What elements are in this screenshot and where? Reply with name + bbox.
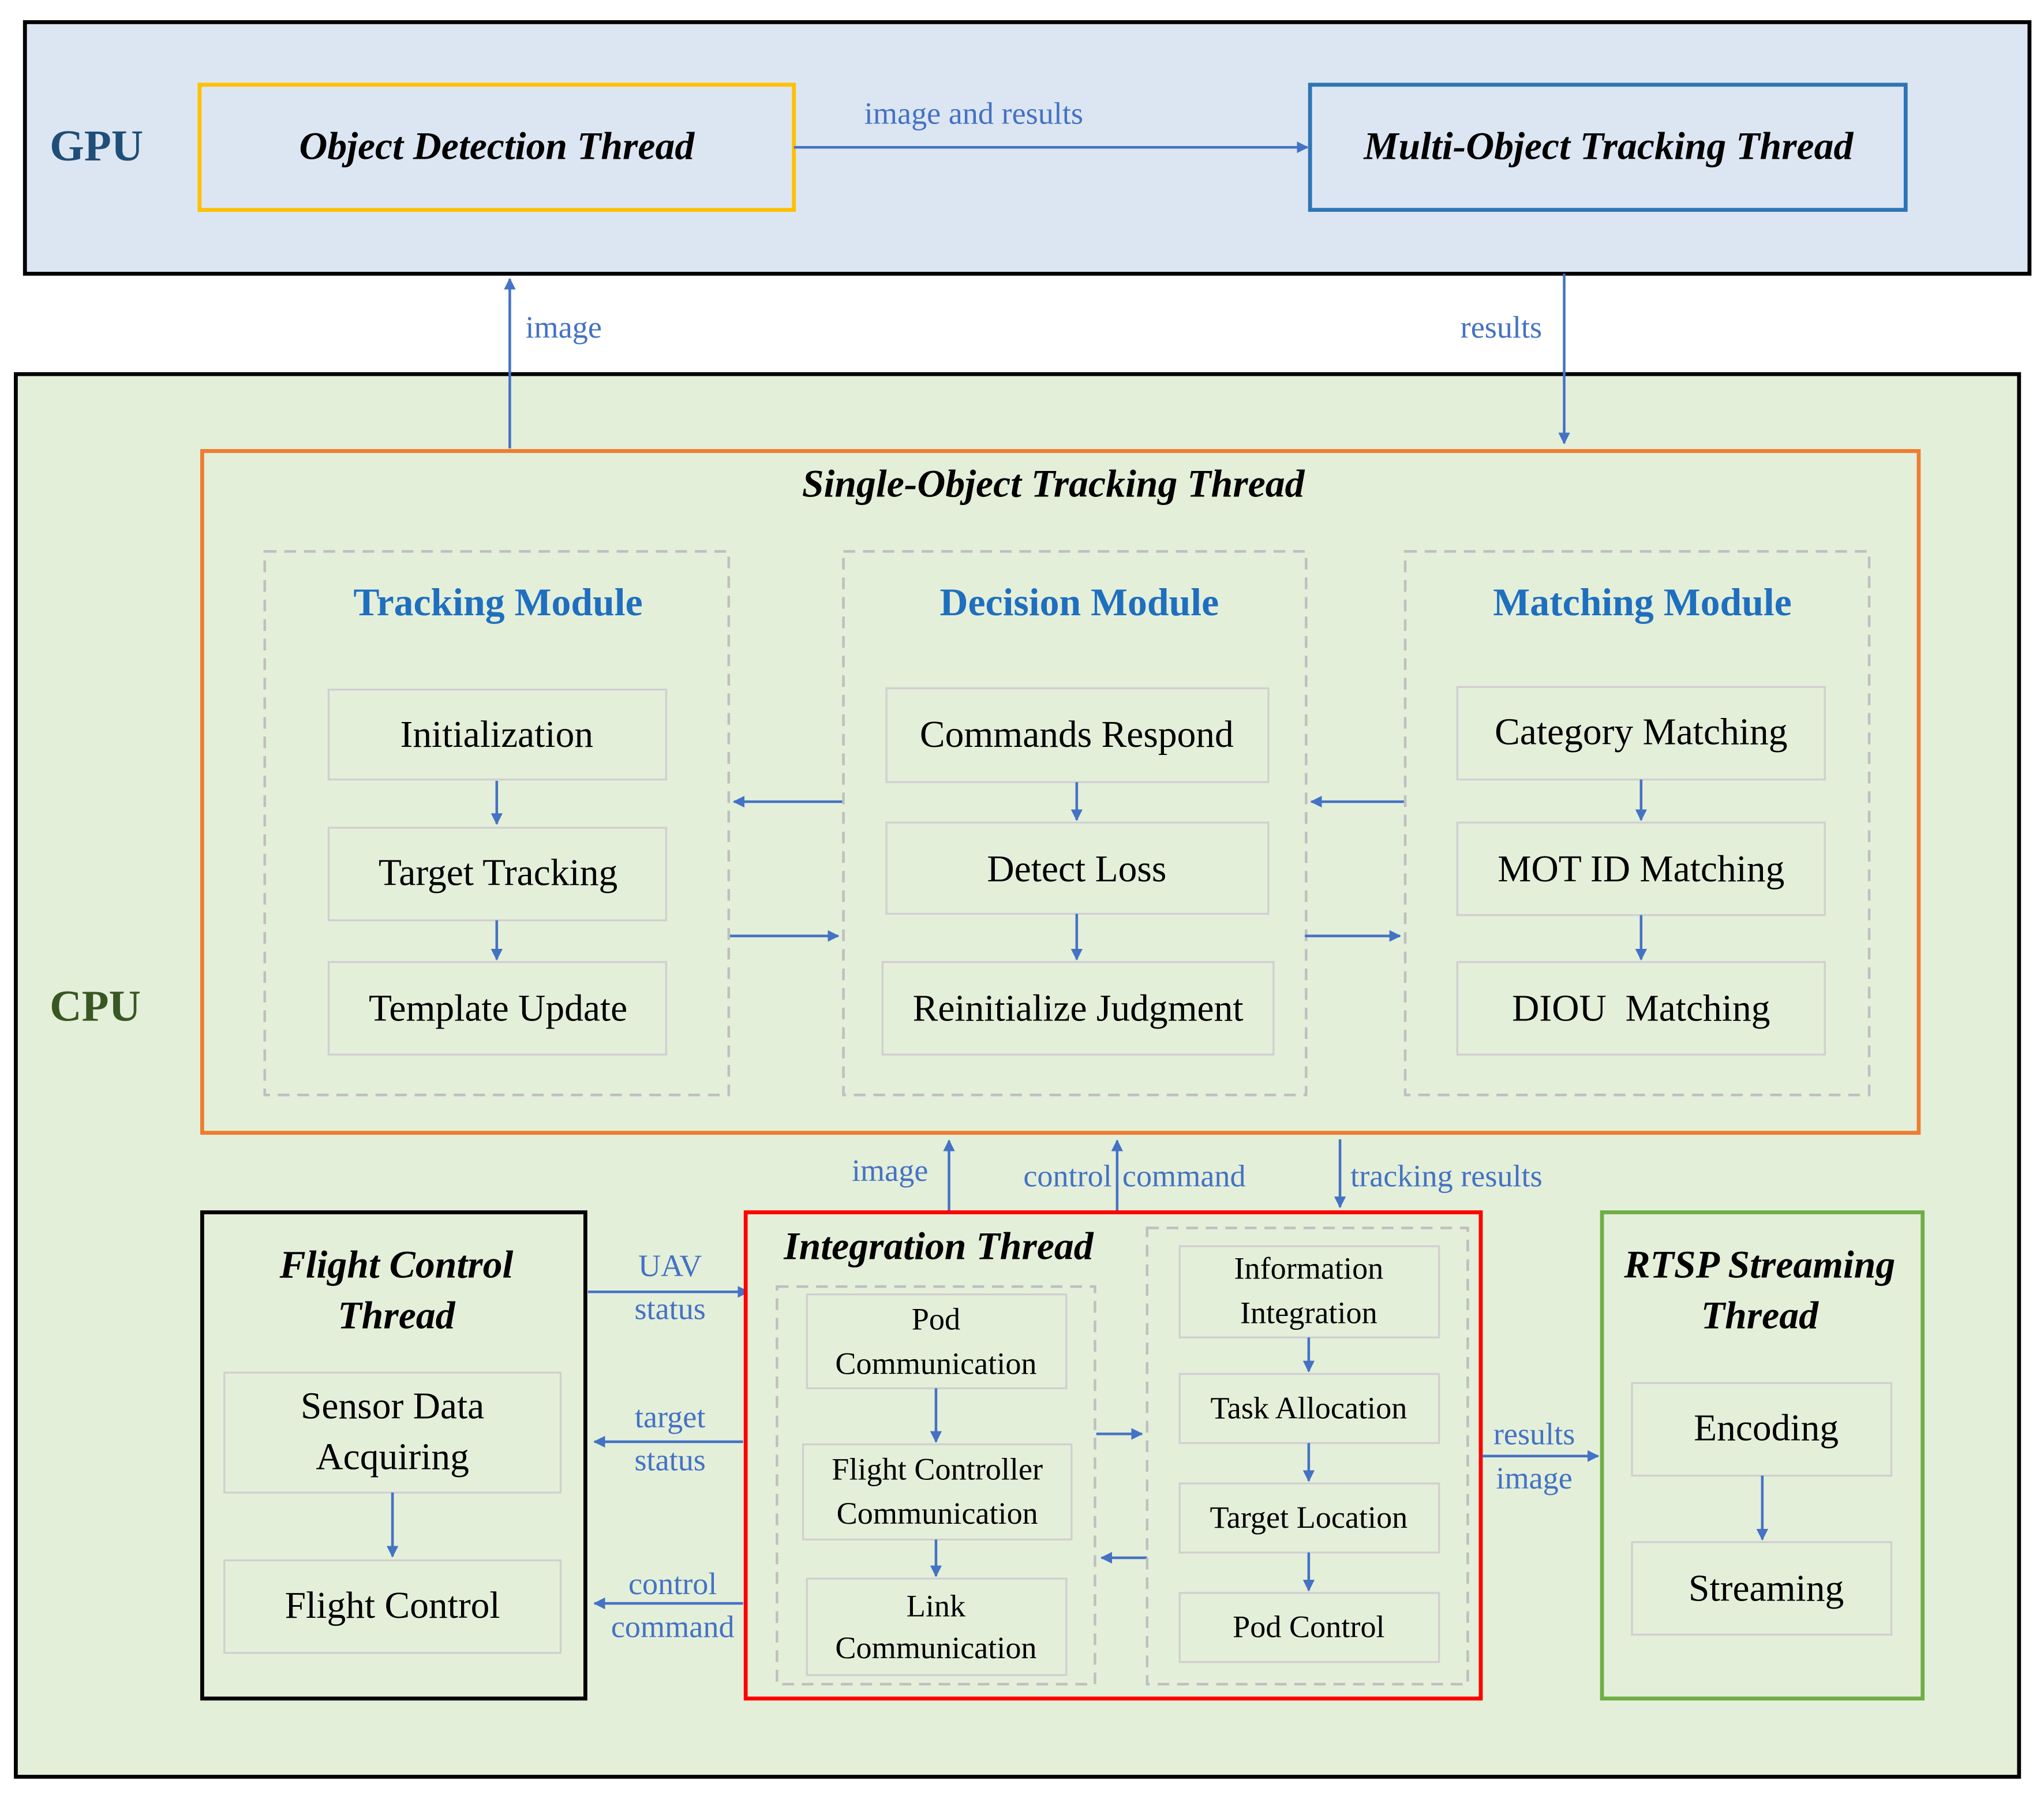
initialization-label: Initialization [400,714,594,756]
pod-communication-line2: Communication [835,1346,1036,1381]
diou-matching-label: DIOU Matching [1512,988,1770,1029]
matching-module-box [1403,550,1871,1097]
category-matching-box[interactable] [1456,686,1826,781]
cpu-label: CPU [50,981,141,1030]
information-integration-line2: Integration [1240,1295,1377,1330]
reinitialize-judgment-label: Reinitialize Judgment [913,988,1244,1029]
task-allocation-box[interactable] [1178,1373,1440,1444]
target-tracking-label: Target Tracking [379,852,617,894]
detect-loss-box[interactable] [885,821,1270,915]
flight-control-label: Flight Control [285,1585,500,1626]
tracking-module-title: Tracking Module [353,581,642,624]
link-communication-line1: Link [907,1589,966,1624]
flight-controller-communication-box[interactable] [802,1443,1073,1541]
rtsp-streaming-thread-title-line2: Thread [1701,1293,1819,1337]
object-detection-thread-box[interactable] [197,83,796,212]
category-matching-label: Category Matching [1495,712,1787,753]
uav-status-label: status [634,1292,705,1326]
tracking-module-box [263,550,731,1097]
integration-right-group [1145,1226,1469,1686]
fc-command-label: command [611,1610,735,1644]
results-from-gpu-label: results [1461,310,1542,345]
pod-control-label: Pod Control [1233,1610,1384,1644]
diou-matching-box[interactable] [1456,961,1826,1056]
fc-control-label: control [628,1566,717,1601]
rtsp-streaming-thread-title-line1: RTSP Streaming [1623,1243,1895,1286]
flight-control-thread-title-line1: Flight Control [279,1243,514,1286]
decision-module-title: Decision Module [940,581,1219,624]
image-to-sot-label: image [852,1153,928,1188]
initialization-box[interactable] [327,689,668,781]
link-communication-line2: Communication [835,1631,1036,1665]
image-and-results-label: image and results [864,96,1083,131]
mot-id-matching-box[interactable] [1456,821,1826,917]
matching-module-title: Matching Module [1493,581,1792,624]
target-tracking-box[interactable] [327,827,668,922]
integration-thread-title: Integration Thread [783,1225,1094,1268]
encoding-box[interactable] [1631,1382,1893,1477]
pod-control-box[interactable] [1178,1592,1440,1663]
target-location-label: Target Location [1210,1500,1407,1535]
command-label: command [1122,1158,1246,1193]
template-update-box[interactable] [327,961,668,1056]
pod-communication-line1: Pod [912,1302,960,1337]
uav-label: UAV [638,1248,702,1283]
image-to-gpu-label: image [525,310,601,345]
flight-control-thread-title-line2: Thread [338,1293,455,1337]
flight-control-box[interactable] [223,1559,562,1654]
sensor-data-line1: Sensor Data [301,1385,484,1427]
integration-left-group [776,1285,1096,1686]
target-label: target [635,1400,705,1434]
multi-object-tracking-thread-box[interactable] [1308,83,1908,212]
flight-controller-communication-line2: Communication [837,1496,1038,1531]
information-integration-line1: Information [1234,1251,1383,1286]
rtsp-results-label: results [1493,1416,1575,1451]
flight-controller-communication-line1: Flight Controller [832,1452,1043,1486]
commands-respond-box[interactable] [885,687,1270,783]
pod-communication-box[interactable] [806,1293,1068,1390]
detect-loss-label: Detect Loss [987,848,1166,890]
template-update-label: Template Update [369,988,627,1029]
object-detection-thread-label: Object Detection Thread [299,125,695,168]
streaming-label: Streaming [1689,1568,1844,1609]
task-allocation-label: Task Allocation [1210,1390,1407,1425]
rtsp-image-label: image [1496,1461,1572,1495]
reinitialize-judgment-box[interactable] [881,961,1275,1056]
control-label: control [1023,1158,1112,1193]
tracking-results-label: tracking results [1350,1158,1543,1193]
encoding-label: Encoding [1694,1408,1839,1449]
streaming-box[interactable] [1631,1541,1893,1636]
multi-object-tracking-thread-label: Multi-Object Tracking Thread [1363,125,1854,168]
decision-module-box [842,550,1308,1097]
mot-id-matching-label: MOT ID Matching [1498,848,1784,890]
single-object-tracking-thread-title: Single-Object Tracking Thread [802,462,1305,506]
link-communication-box[interactable] [806,1577,1068,1676]
target-status-label: status [634,1443,705,1478]
commands-respond-label: Commands Respond [920,714,1234,756]
gpu-label: GPU [50,121,143,170]
sensor-data-line2: Acquiring [316,1436,469,1478]
